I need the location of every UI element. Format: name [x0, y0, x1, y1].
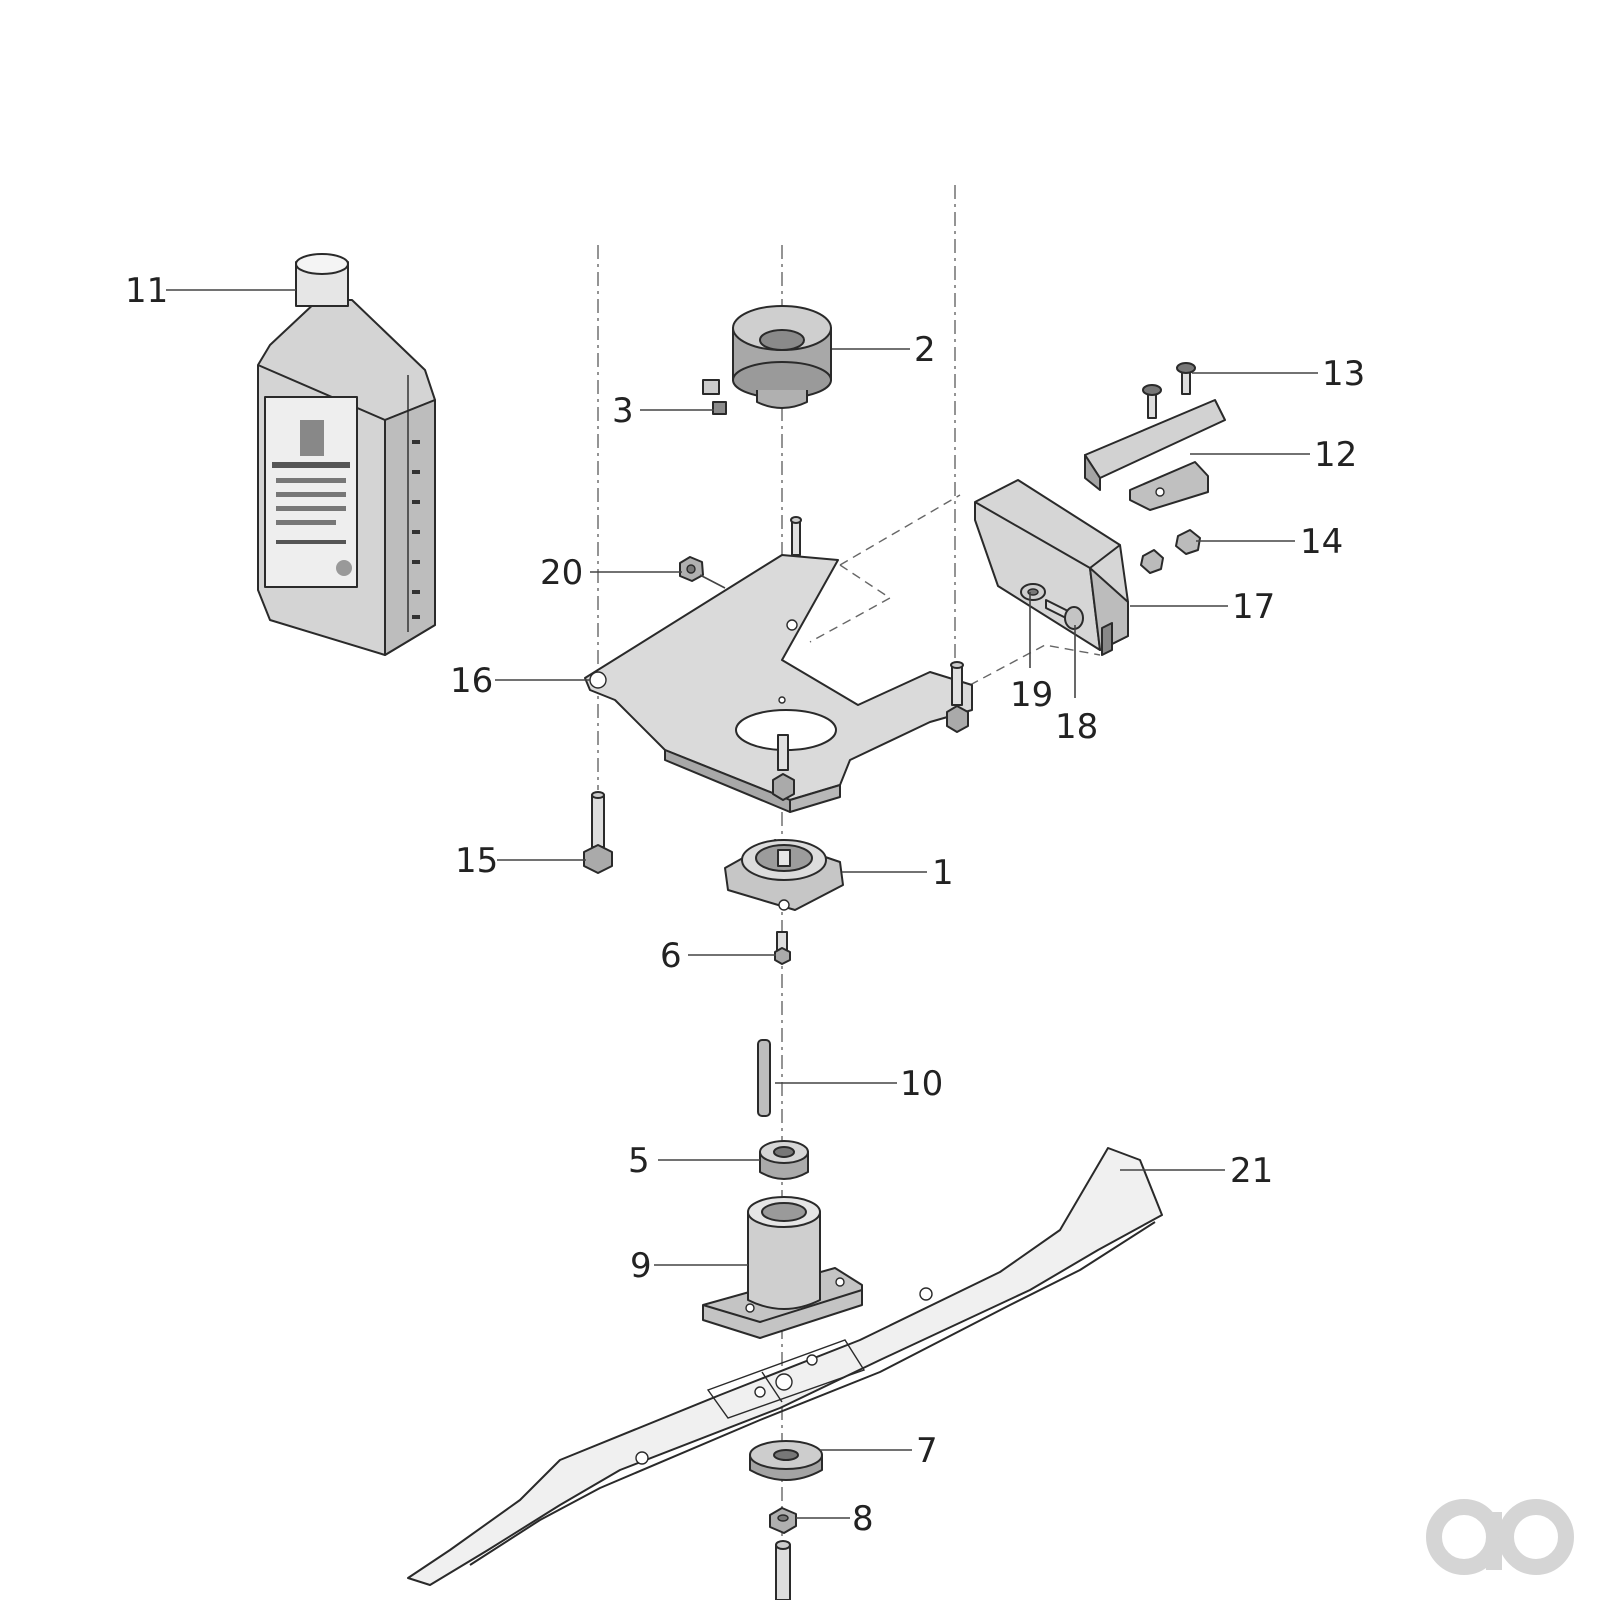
- guard-dash-2: [809, 564, 892, 643]
- callout-8: 8: [852, 1499, 874, 1539]
- part-nut-20: [679, 556, 704, 582]
- part-bottom-bolt: [775, 1540, 791, 1600]
- guard-dash-3: [969, 644, 1101, 686]
- callout-19: 19: [1010, 675, 1053, 715]
- callout-16: 16: [450, 661, 493, 701]
- part-oil-bottle: [257, 253, 436, 656]
- callout-15: 15: [455, 841, 498, 881]
- part-grommet-top: [732, 305, 832, 409]
- part-spacer: [759, 1140, 809, 1180]
- part-deck-bracket: [584, 516, 973, 813]
- callout-12: 12: [1314, 435, 1357, 475]
- part-bolt-15: [583, 791, 613, 874]
- part-blade-adapter: [702, 1196, 863, 1339]
- bottle-level-marks: [407, 375, 420, 632]
- callout-2: 2: [914, 330, 936, 370]
- part-key-pin: [757, 1039, 771, 1117]
- part-bearing-housing: [724, 839, 844, 911]
- callout-21: 21: [1230, 1151, 1273, 1191]
- callout-14: 14: [1300, 522, 1343, 562]
- callout-labels: 11 2 3 13 12 14 17 19 18 20 16 15 1 6 10…: [125, 271, 1365, 1539]
- callout-5: 5: [628, 1141, 650, 1181]
- part-plug: [702, 379, 727, 415]
- leader-lines: [166, 289, 1318, 1519]
- callout-3: 3: [612, 391, 634, 431]
- assembly-axes: [597, 185, 1101, 1600]
- part-mower-blade: [407, 1147, 1163, 1586]
- callout-9: 9: [630, 1246, 652, 1286]
- callout-20: 20: [540, 553, 583, 593]
- ao-logo-icon: [1426, 1499, 1574, 1575]
- callout-6: 6: [660, 936, 682, 976]
- part-bracket: [1084, 399, 1226, 511]
- part-nut-8: [769, 1507, 797, 1534]
- bottle-label-lines: [272, 420, 352, 576]
- callout-13: 13: [1322, 354, 1365, 394]
- callout-7: 7: [916, 1431, 938, 1471]
- part-bolt-6: [774, 931, 791, 965]
- part-washer-7: [749, 1440, 823, 1481]
- part-guard-cover: [974, 479, 1129, 656]
- callout-1: 1: [932, 853, 954, 893]
- part-screws: [1142, 362, 1196, 419]
- guard-dash-1: [839, 494, 961, 566]
- callout-17: 17: [1232, 587, 1275, 627]
- callout-18: 18: [1055, 707, 1098, 747]
- part-nuts: [1140, 529, 1201, 574]
- callout-10: 10: [900, 1064, 943, 1104]
- callout-11: 11: [125, 271, 168, 311]
- leader-20b: [699, 574, 726, 589]
